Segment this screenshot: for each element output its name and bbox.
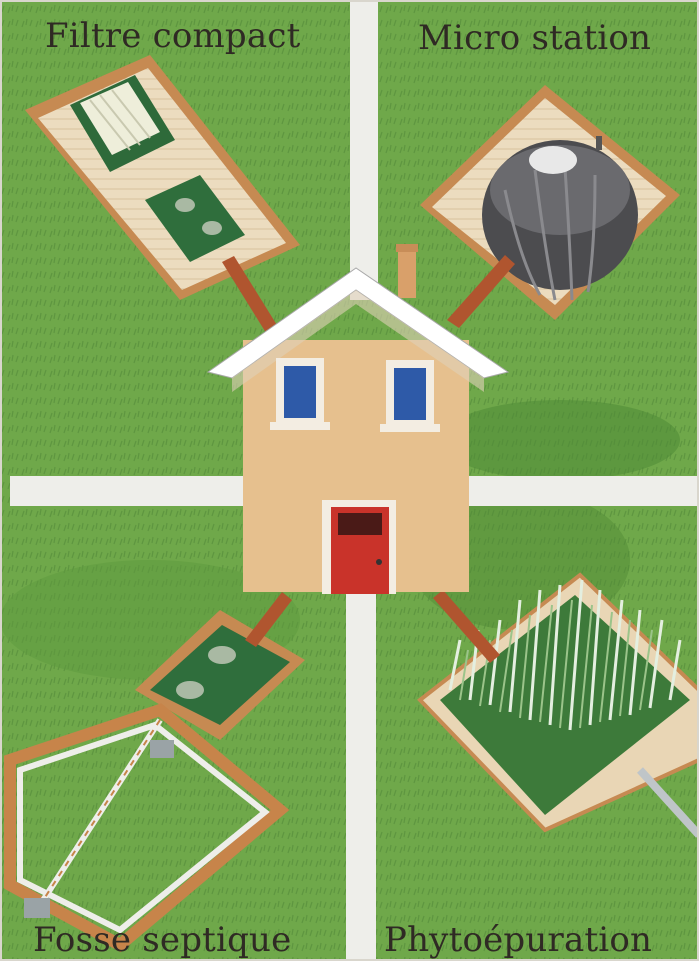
grass-shade — [440, 400, 680, 480]
label-filtre-compact: Filtre compact — [45, 16, 300, 56]
label-micro-station: Micro station — [418, 18, 651, 58]
label-fosse-septique: Fosse septique — [33, 920, 291, 960]
path-vertical-bottom — [346, 590, 376, 961]
label-phytoepuration: Phytoépuration — [384, 920, 652, 960]
path-vertical-top — [350, 0, 378, 300]
